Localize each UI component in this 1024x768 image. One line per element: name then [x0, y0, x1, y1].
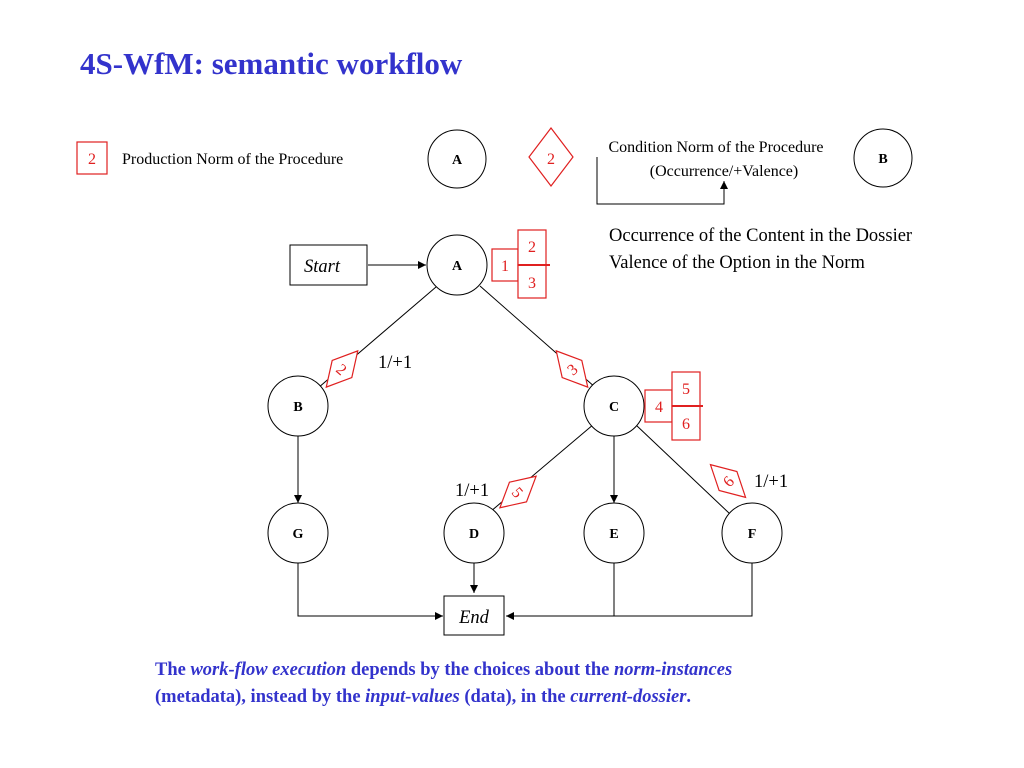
diagram-nodes: A B C G D E F — [267, 234, 783, 564]
node-d — [443, 502, 505, 564]
production-norm-legend-number: 2 — [88, 151, 96, 168]
edge-condition-cf: 6 — [709, 463, 747, 499]
condition-norm-legend-label-1: Condition Norm of the Procedure — [608, 139, 823, 156]
node-a-norms: 1 2 3 — [491, 229, 550, 299]
node-a — [426, 234, 488, 296]
node-e — [583, 502, 645, 564]
node-a-condition-bottom — [517, 264, 547, 299]
node-g — [267, 502, 329, 564]
node-c-production-number: 4 — [655, 399, 663, 416]
legend: 2 Production Norm of the Procedure A 2 C… — [76, 127, 913, 273]
caption-text-5: . — [686, 687, 692, 707]
condition-norm-legend-diamond — [528, 127, 574, 187]
legend-node-a-label: A — [452, 153, 463, 168]
node-a-label: A — [452, 259, 463, 274]
slide-caption: The work-flow execution depends by the c… — [155, 657, 915, 711]
node-g-label: G — [293, 527, 304, 542]
edge-f-end — [506, 563, 753, 620]
edge-g-end — [297, 563, 443, 620]
edge-condition-ac: 3 — [555, 349, 589, 389]
legend-node-b-label: B — [878, 152, 887, 167]
node-b — [267, 375, 329, 437]
production-norm-legend-label: Production Norm of the Procedure — [122, 151, 343, 168]
node-c-condition-bottom-number: 6 — [682, 416, 690, 433]
node-b-label: B — [293, 400, 302, 415]
edge-c-f — [635, 424, 731, 515]
node-f — [721, 502, 783, 564]
caption-text-1: The — [155, 660, 191, 680]
start-label: Start — [304, 257, 341, 277]
node-d-label: D — [469, 527, 479, 542]
start-box — [289, 244, 368, 286]
end-label: End — [458, 608, 490, 628]
condition-norm-legend-label-2: (Occurrence/+Valence) — [650, 163, 798, 180]
node-a-condition-top-number: 2 — [528, 239, 536, 256]
legend-bracket — [596, 157, 728, 205]
caption-emphasis-workflow: work-flow execution — [190, 660, 347, 680]
node-c-label: C — [609, 400, 619, 415]
legend-note-line-1: Occurrence of the Content in the Dossier — [609, 226, 912, 246]
slide-title: 4S-WfM: semantic workflow — [80, 46, 463, 81]
node-c-norms: 4 5 6 — [644, 371, 703, 441]
caption-text-2: depends by the choices about the — [346, 660, 614, 680]
legend-node-b — [853, 128, 913, 188]
node-e-label: E — [609, 527, 618, 542]
edge-label-cd: 1/+1 — [455, 481, 489, 501]
edge-condition-cd: 5 — [498, 475, 538, 509]
legend-node-a — [427, 129, 487, 189]
edge-label-cf: 1/+1 — [754, 472, 788, 492]
production-norm-legend-box — [76, 141, 108, 175]
node-a-condition-bottom-number: 3 — [528, 275, 536, 292]
condition-norm-legend-number: 2 — [547, 151, 555, 168]
node-c-condition-top-number: 5 — [682, 381, 690, 398]
node-f-label: F — [748, 527, 757, 542]
caption-text-4: (data), in the — [459, 687, 571, 707]
end-box — [443, 595, 505, 636]
caption-text-3: (metadata), instead by the — [155, 687, 366, 707]
legend-note-line-2: Valence of the Option in the Norm — [609, 253, 865, 273]
caption-emphasis-input-values: input-values — [365, 687, 460, 707]
node-a-condition-top — [517, 229, 547, 266]
node-c — [583, 375, 645, 437]
node-c-production-norm — [644, 389, 673, 423]
caption-emphasis-norm-instances: norm-instances — [613, 660, 733, 680]
node-a-production-number: 1 — [501, 258, 509, 275]
edge-condition-ab: 2 — [325, 349, 359, 389]
caption-emphasis-current-dossier: current-dossier — [570, 687, 687, 707]
edge-label-ab: 1/+1 — [378, 353, 412, 373]
